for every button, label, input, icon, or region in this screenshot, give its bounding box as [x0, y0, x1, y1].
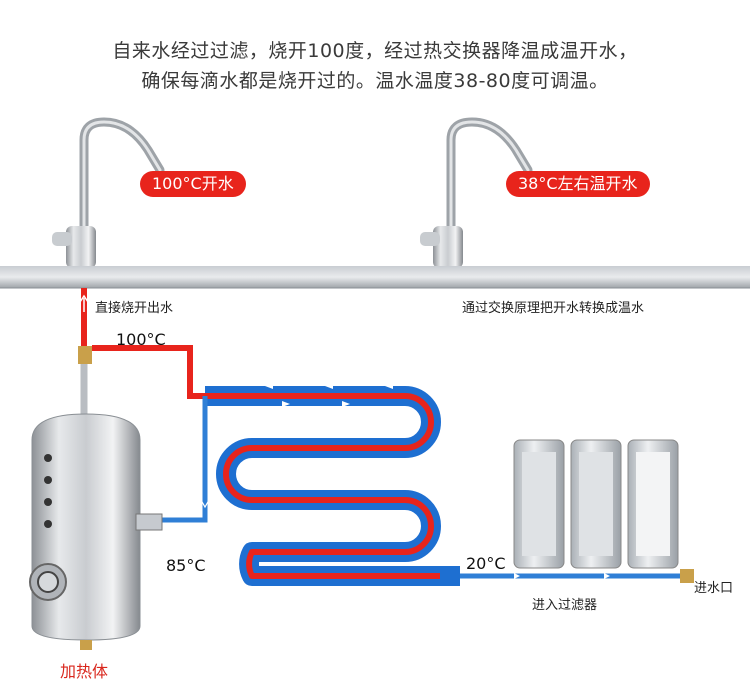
countertop — [0, 266, 750, 288]
label-direct-boil: 直接烧开出水 — [95, 301, 174, 316]
headline-line-1: 自来水经过过滤，烧开100度，经过热交换器降温成温开水， — [112, 40, 638, 62]
water-heater-icon[interactable] — [29, 346, 163, 650]
label-exchange: 通过交换原理把开水转换成温水 — [462, 301, 645, 316]
warm-water-pipe — [446, 288, 456, 576]
label-heater: 加热体 — [60, 662, 109, 681]
inlet-pipe — [460, 573, 690, 579]
label-water-inlet: 进水口 — [694, 581, 734, 596]
filter-cartridge-icon[interactable] — [513, 439, 565, 569]
filter-cartridge-icon[interactable] — [570, 439, 622, 569]
temp-20: 20°C — [466, 554, 506, 573]
valve-icon[interactable] — [680, 569, 694, 583]
filter-cartridge-icon[interactable] — [627, 439, 679, 569]
heat-exchanger-coil — [205, 383, 460, 586]
temp-100: 100°C — [116, 330, 166, 349]
label-enter-filter: 进入过滤器 — [532, 598, 598, 613]
headline-line-2: 确保每滴水都是烧开过的。温水温度38-80度可调温。 — [141, 70, 609, 92]
faucet-icon[interactable] — [52, 117, 165, 268]
badge-hot-water: 100°C开水 — [140, 171, 246, 197]
hot-water-pipe — [79, 288, 210, 399]
faucet-icon[interactable] — [420, 117, 533, 268]
temp-85: 85°C — [166, 556, 206, 575]
badge-warm-water: 38°C左右温开水 — [506, 171, 650, 197]
cold-feed-pipe — [160, 396, 210, 523]
